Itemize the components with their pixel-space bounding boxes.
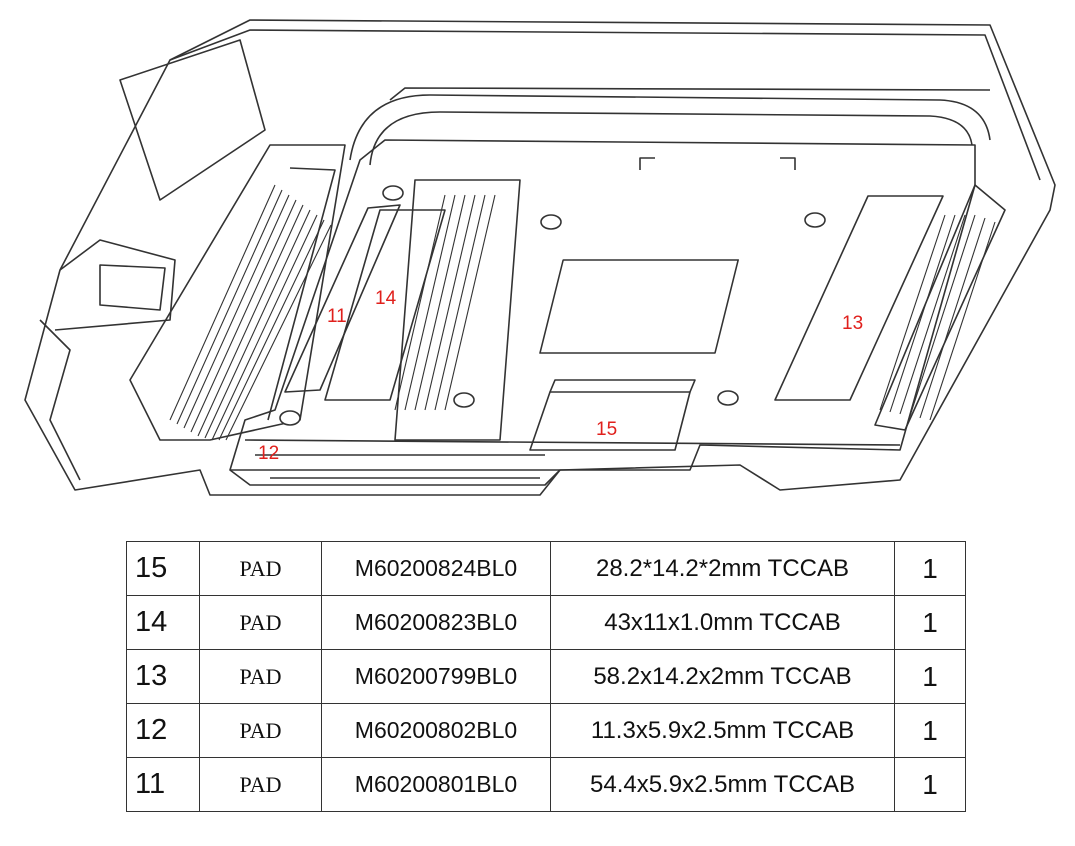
pad-13-outline <box>774 195 944 401</box>
item-number: 14 <box>126 595 200 650</box>
cold-plate <box>229 139 976 471</box>
quantity: 1 <box>894 541 966 596</box>
item-description: PAD <box>199 703 322 758</box>
table-row: 12 PAD M60200802BL0 11.3x5.9x2.5mm TCCAB… <box>126 703 966 758</box>
pad-11-outline <box>284 204 401 393</box>
heatpipe-top <box>349 94 991 161</box>
table-row: 15 PAD M60200824BL0 28.2*14.2*2mm TCCAB … <box>126 541 966 596</box>
fins-right <box>879 214 996 421</box>
quantity: 1 <box>894 757 966 812</box>
shroud-outline <box>24 19 1056 496</box>
callout-13: 13 <box>842 313 863 334</box>
part-number: M60200802BL0 <box>321 703 551 758</box>
table-row: 14 PAD M60200823BL0 43x11x1.0mm TCCAB 1 <box>126 595 966 650</box>
callout-11: 11 <box>327 306 347 327</box>
part-spec: 28.2*14.2*2mm TCCAB <box>550 541 895 596</box>
callout-12: 12 <box>258 443 279 464</box>
item-number: 12 <box>126 703 200 758</box>
fin-stack-left <box>129 144 346 441</box>
item-description: PAD <box>199 595 322 650</box>
table-row: 11 PAD M60200801BL0 54.4x5.9x2.5mm TCCAB… <box>126 757 966 812</box>
part-spec: 54.4x5.9x2.5mm TCCAB <box>550 757 895 812</box>
screw-post <box>540 214 562 230</box>
quantity: 1 <box>894 649 966 704</box>
item-number: 11 <box>126 757 200 812</box>
pad-15-outline <box>529 391 691 451</box>
item-number: 13 <box>126 649 200 704</box>
callout-15: 15 <box>596 419 617 440</box>
quantity: 1 <box>894 595 966 650</box>
part-number: M60200799BL0 <box>321 649 551 704</box>
screw-post <box>279 410 301 426</box>
screw-post <box>804 212 826 228</box>
table-row: 13 PAD M60200799BL0 58.2x14.2x2mm TCCAB … <box>126 649 966 704</box>
quantity: 1 <box>894 703 966 758</box>
fins-left <box>169 184 332 441</box>
pad-14-outline <box>394 179 521 441</box>
part-number: M60200824BL0 <box>321 541 551 596</box>
item-description: PAD <box>199 649 322 704</box>
item-description: PAD <box>199 541 322 596</box>
screw-post <box>382 185 404 201</box>
screw-post <box>453 392 475 408</box>
part-number: M60200801BL0 <box>321 757 551 812</box>
callout-14: 14 <box>375 288 397 309</box>
screw-post <box>717 390 739 406</box>
gpu-contact-area <box>539 259 739 354</box>
item-description: PAD <box>199 757 322 812</box>
part-spec: 43x11x1.0mm TCCAB <box>550 595 895 650</box>
item-number: 15 <box>126 541 200 596</box>
fins-center <box>394 194 496 411</box>
shroud-inner-edge <box>169 29 1041 181</box>
part-number: M60200823BL0 <box>321 595 551 650</box>
part-spec: 58.2x14.2x2mm TCCAB <box>550 649 895 704</box>
parts-table: 15 PAD M60200824BL0 28.2*14.2*2mm TCCAB … <box>126 541 966 812</box>
part-spec: 11.3x5.9x2.5mm TCCAB <box>550 703 895 758</box>
heatsink-assembly-drawing: 11 12 13 14 15 <box>24 19 1056 496</box>
fin-stack-right <box>874 184 1006 431</box>
